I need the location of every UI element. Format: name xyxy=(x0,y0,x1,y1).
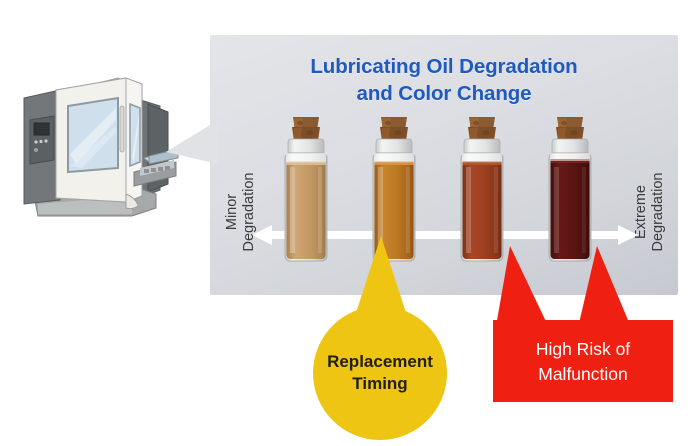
axis-left-line-2: Degradation xyxy=(241,172,257,252)
replacement-label-line-1: Replacement xyxy=(327,352,433,371)
oil-sample-vial-1 xyxy=(284,117,328,262)
oil-degradation-panel: Lubricating Oil Degradation and Color Ch… xyxy=(210,35,678,295)
replacement-timing-badge[interactable]: Replacement Timing xyxy=(313,306,447,440)
machine-tool-icon xyxy=(8,68,188,228)
malfunction-label-line-1: High Risk of xyxy=(535,339,631,359)
red-double-spike-icon xyxy=(493,246,673,332)
replacement-timing-callout[interactable]: Replacement Timing xyxy=(313,236,447,440)
yellow-pointer-icon xyxy=(353,236,409,322)
page-title: Lubricating Oil Degradation and Color Ch… xyxy=(210,53,678,107)
axis-left-line-1: Minor xyxy=(224,193,240,231)
oil-sample-vial-2 xyxy=(372,117,416,262)
malfunction-risk-callout[interactable]: High Risk of Malfunction xyxy=(493,246,673,402)
panel-heading-line-2: and Color Change xyxy=(356,82,532,105)
replacement-label-line-2: Timing xyxy=(352,374,408,393)
callout-tail xyxy=(166,120,218,164)
panel-heading-line-1: Lubricating Oil Degradation xyxy=(310,55,578,78)
oil-sample-vial-4 xyxy=(548,117,592,262)
malfunction-risk-box[interactable]: High Risk of Malfunction xyxy=(493,322,673,402)
double-headed-horizontal-arrow-icon xyxy=(252,225,638,245)
oil-sample-vial-3 xyxy=(460,117,504,262)
malfunction-label-line-2: Malfunction xyxy=(538,364,628,384)
axis-label-minor-degradation: Minor Degradation xyxy=(224,157,258,267)
